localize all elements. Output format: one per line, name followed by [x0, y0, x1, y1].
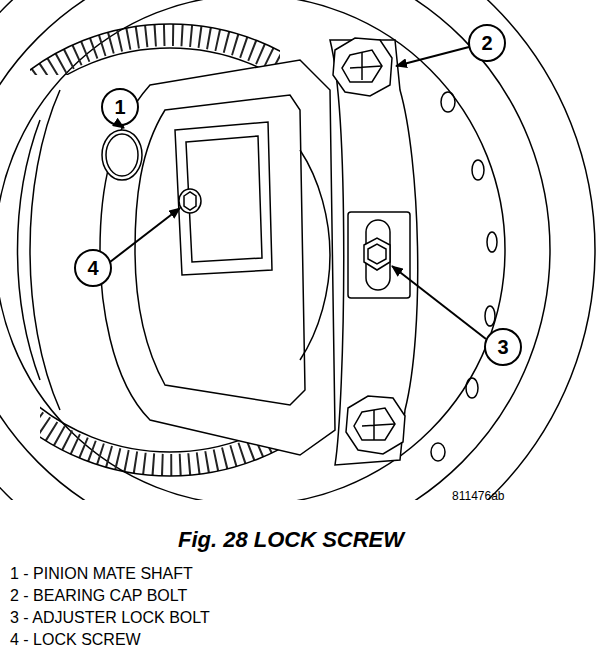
- figure-caption: Fig. 28 LOCK SCREW: [178, 527, 404, 552]
- key-entry: 4 - LOCK SCREW: [10, 631, 141, 649]
- callout-number: 3: [497, 336, 508, 359]
- callout-number: 2: [481, 32, 492, 55]
- key-entry: 3 - ADJUSTER LOCK BOLT: [10, 609, 210, 627]
- key-entry: 2 - BEARING CAP BOLT: [10, 587, 187, 605]
- callout-number: 1: [114, 96, 125, 119]
- key-entry: 1 - PINION MATE SHAFT: [10, 565, 193, 583]
- figure-code: 811476ab: [452, 490, 505, 504]
- callout-number: 4: [87, 257, 98, 280]
